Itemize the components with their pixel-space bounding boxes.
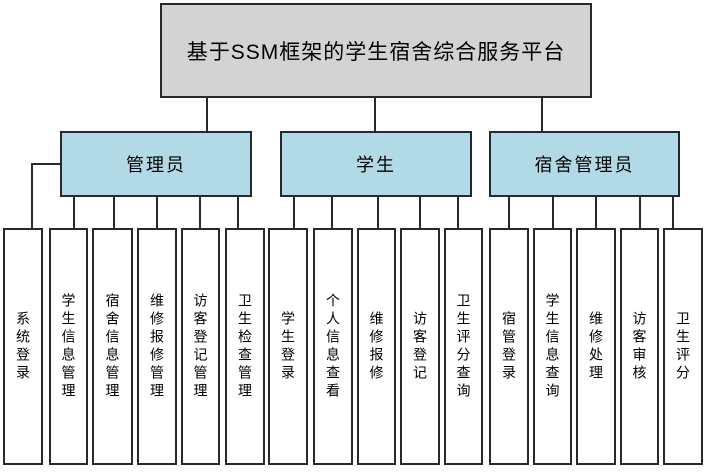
connector-line: [508, 196, 510, 229]
connector-line: [206, 97, 208, 132]
connector-line: [31, 163, 33, 229]
leaf-label: 维修报修: [368, 310, 385, 383]
leaf-node-repair-request-mgmt: 维修报修管理: [137, 228, 177, 465]
leaf-label: 卫生评分查询: [455, 292, 472, 401]
connector-line: [156, 196, 158, 229]
leaf-node-dorm-info-mgmt: 宿舍信息管理: [92, 228, 133, 465]
connector-line: [293, 196, 295, 229]
leaf-node-student-info-query: 学生信息查询: [533, 228, 572, 465]
leaf-label: 维修报修管理: [149, 292, 165, 401]
leaf-label: 访客登记: [412, 310, 428, 383]
leaf-node-system-login: 系统登录: [3, 228, 43, 465]
connector-line: [331, 196, 333, 229]
leaf-node-repair-handle: 维修处理: [576, 228, 616, 465]
leaf-label: 学生信息查询: [544, 292, 561, 401]
leaf-node-student-info-mgmt: 学生信息管理: [49, 228, 88, 465]
leaf-label: 维修处理: [588, 310, 604, 383]
leaf-label: 个人信息查看: [325, 292, 341, 401]
root-node: 基于SSM框架的学生宿舍综合服务平台: [160, 3, 592, 98]
connector-line: [31, 163, 60, 165]
leaf-label: 访客登记管理: [192, 292, 209, 401]
connector-line: [237, 196, 239, 229]
leaf-label: 卫生检查管理: [237, 292, 253, 401]
group-node-dorm-manager: 宿舍管理员: [489, 131, 680, 197]
connector-line: [113, 196, 115, 229]
leaf-node-dorm-manager-login: 宿管登录: [489, 228, 529, 465]
connector-line: [457, 196, 459, 229]
connector-line: [552, 196, 554, 229]
leaf-label: 系统登录: [15, 310, 31, 383]
leaf-label: 宿舍信息管理: [104, 292, 121, 401]
connector-line: [374, 97, 376, 132]
leaf-label: 访客审核: [631, 310, 648, 383]
leaf-node-visitor-register: 访客登记: [400, 228, 440, 465]
connector-line: [595, 196, 597, 229]
leaf-node-hygiene-score: 卫生评分: [663, 228, 703, 465]
leaf-node-visitor-review: 访客审核: [620, 228, 659, 465]
leaf-node-personal-info-view: 个人信息查看: [313, 228, 353, 465]
connector-line: [672, 196, 674, 229]
leaf-label: 学生信息管理: [60, 292, 77, 401]
leaf-node-student-login: 学生登录: [268, 228, 308, 465]
group-node-admin: 管理员: [60, 131, 252, 197]
connector-line: [199, 196, 201, 229]
leaf-node-visitor-register-mgmt: 访客登记管理: [181, 228, 220, 465]
leaf-node-hygiene-check-mgmt: 卫生检查管理: [225, 228, 265, 465]
connector-line: [541, 97, 543, 132]
leaf-node-repair-request: 维修报修: [357, 228, 396, 465]
leaf-node-hygiene-score-query: 卫生评分查询: [444, 228, 483, 465]
connector-line: [639, 196, 641, 229]
leaf-label: 宿管登录: [501, 310, 517, 383]
connector-line: [377, 196, 379, 229]
group-node-student: 学生: [280, 131, 472, 197]
connector-line: [419, 196, 421, 229]
leaf-label: 卫生评分: [675, 310, 691, 383]
leaf-label: 学生登录: [280, 310, 296, 383]
connector-line: [73, 196, 75, 229]
